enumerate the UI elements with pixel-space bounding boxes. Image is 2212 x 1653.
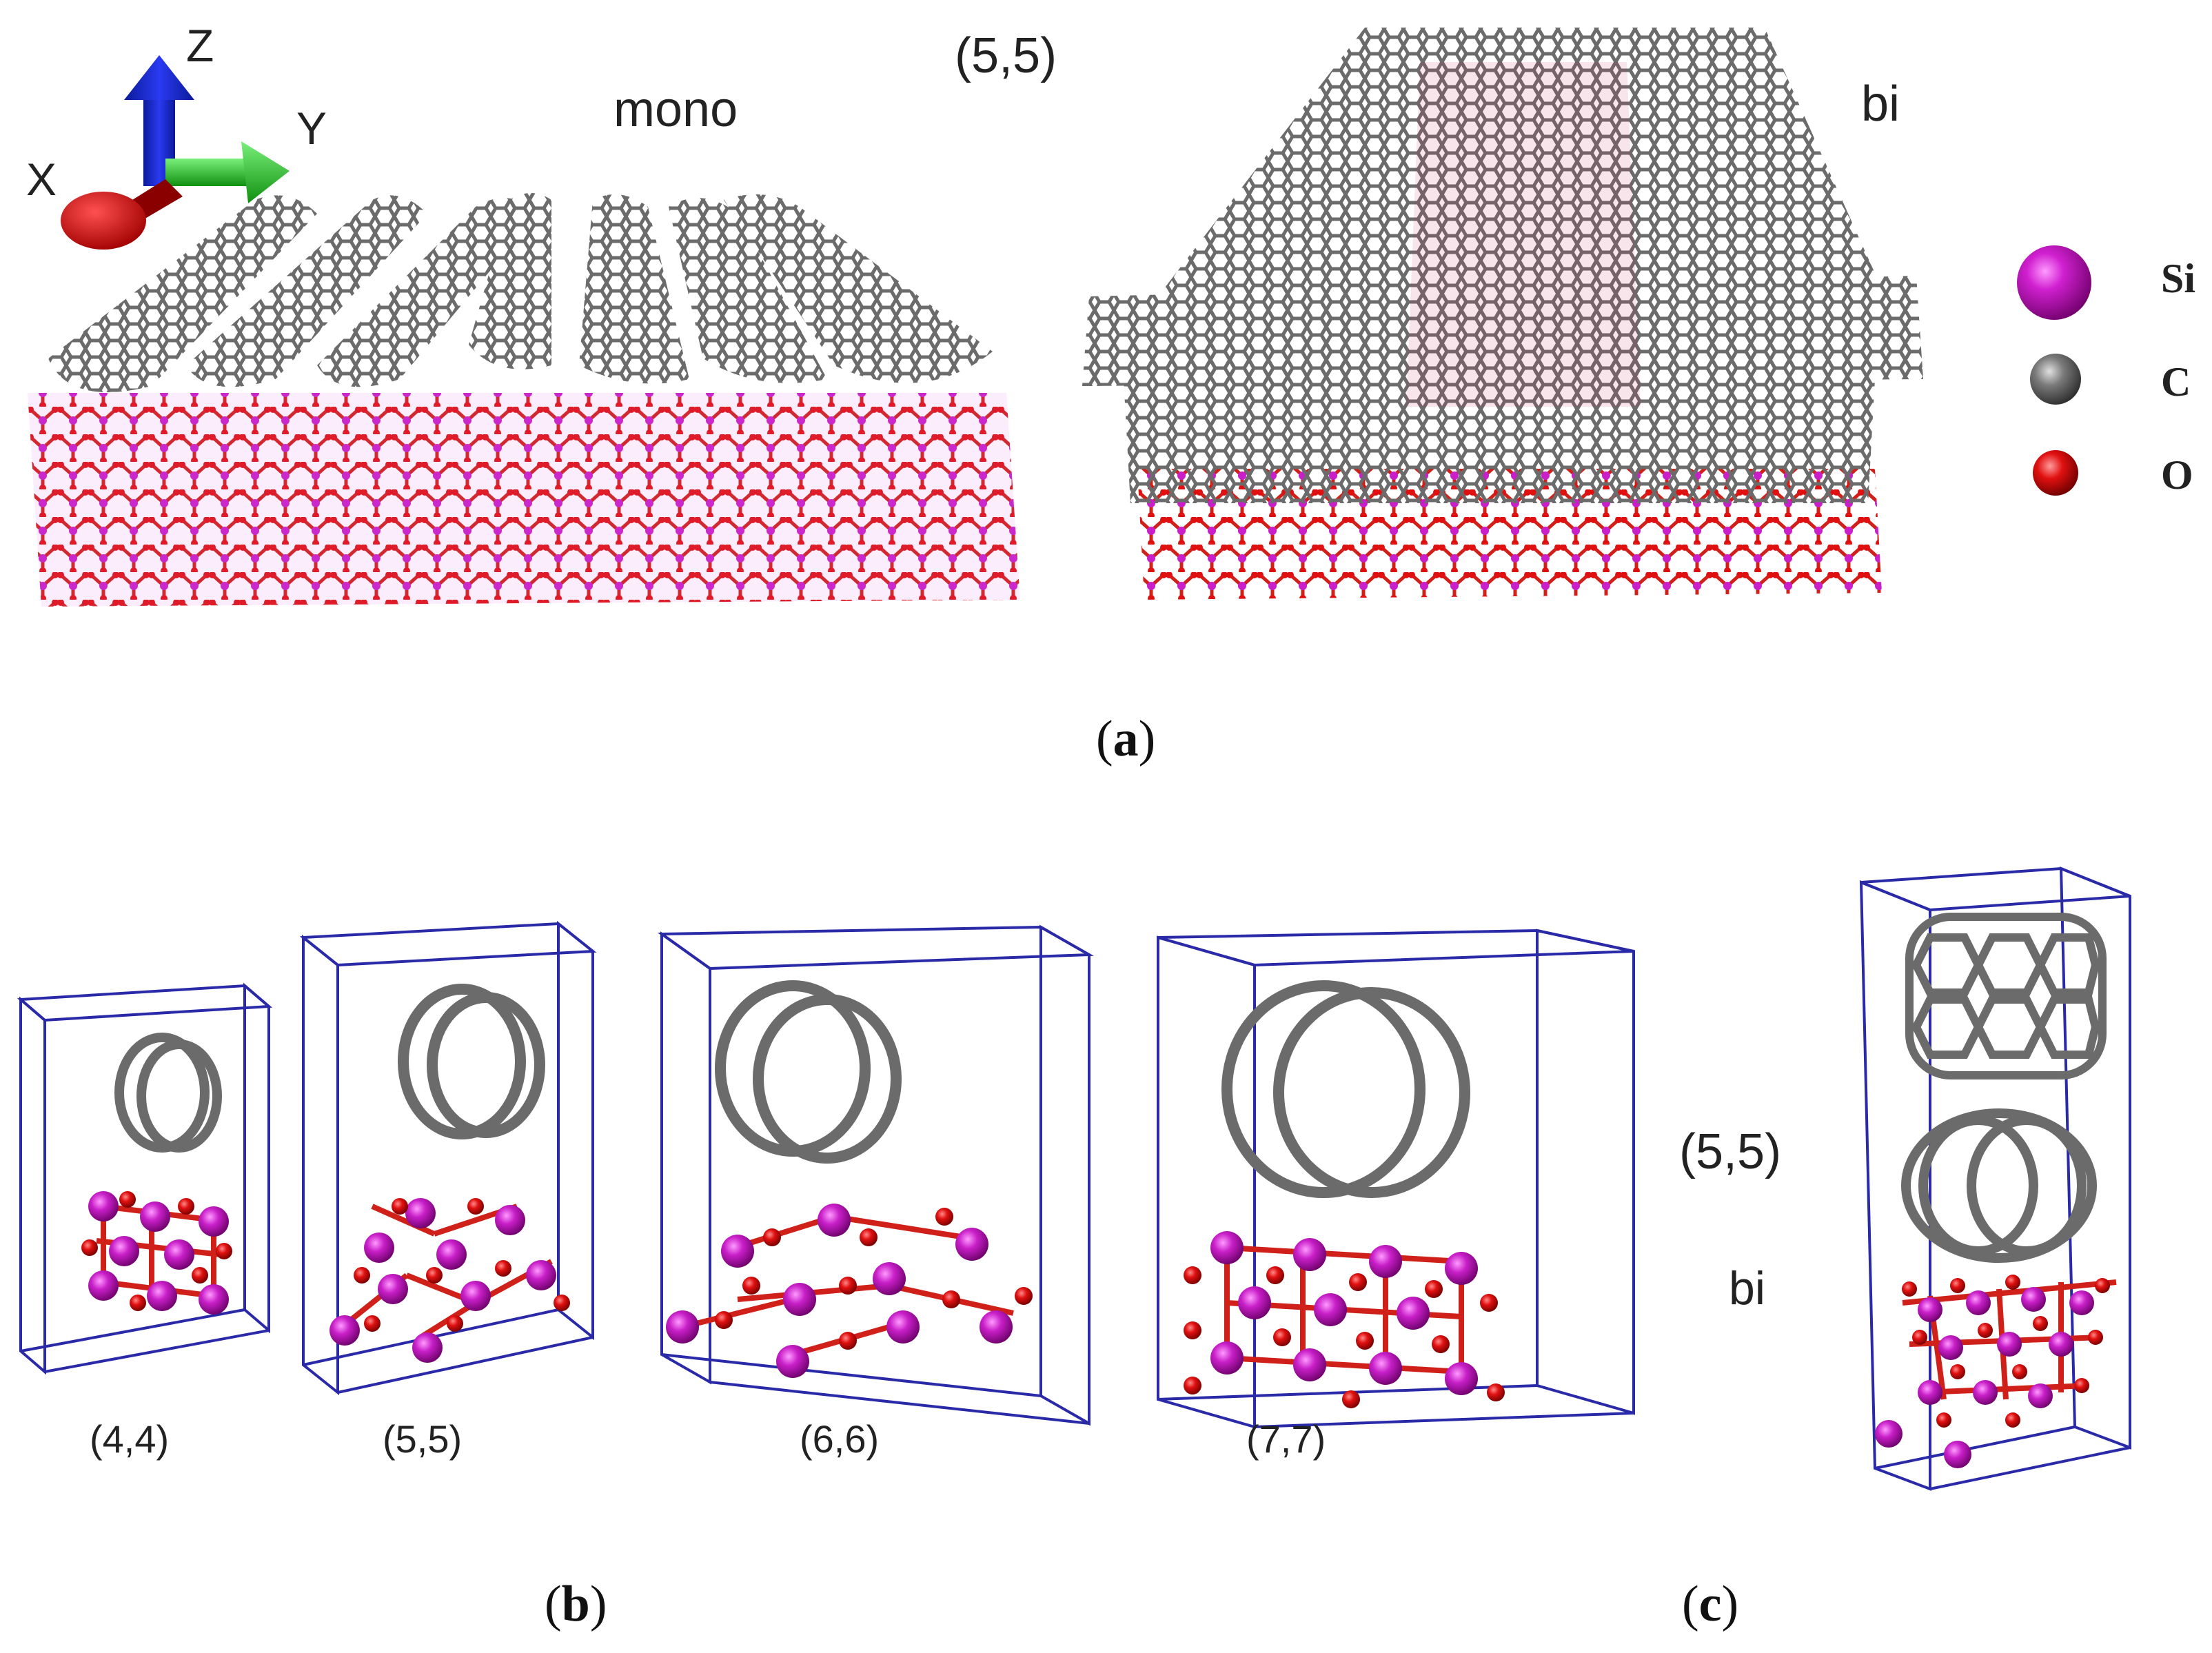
- mono-label: mono: [613, 82, 738, 137]
- panel-c-letter: c: [1698, 1576, 1722, 1632]
- legend-c-label: C: [2161, 359, 2191, 405]
- bi-label-c: bi: [1729, 1262, 1765, 1315]
- bilayer-unit-cell: [1859, 866, 2131, 1491]
- legend-o-label: O: [2161, 452, 2193, 498]
- oxygen-atom-icon: [2033, 450, 2078, 496]
- legend-si-label: Si: [2161, 256, 2196, 301]
- chirality-label-5-5: (5,5): [383, 1417, 463, 1461]
- axis-x-label: X: [26, 154, 57, 205]
- bi-structure: [1082, 28, 1923, 600]
- panel-b-letter: b: [561, 1576, 590, 1632]
- chirality-label-c: (5,5): [1679, 1124, 1782, 1179]
- panel-c: (5,5) bi: [1654, 827, 2212, 1653]
- panel-a-letter: a: [1113, 711, 1139, 767]
- unit-cell-5-5: [299, 920, 597, 1396]
- axis-triad-icon: [61, 55, 290, 250]
- chirality-label-4-4: (4,4): [90, 1417, 170, 1461]
- mono-structure: [28, 193, 1020, 607]
- panel-b: (4,4) (5,5): [0, 827, 1723, 1653]
- axis-z-label: Z: [186, 20, 214, 71]
- chirality-label-6-6: (6,6): [800, 1417, 880, 1461]
- bi-label-a: bi: [1861, 77, 1900, 132]
- carbon-atom-icon: [2030, 354, 2081, 405]
- panel-a: Z Y X mono (5,5) bi: [0, 0, 2212, 786]
- element-legend: Si C O: [2006, 227, 2206, 517]
- unit-cell-7-7: [1157, 929, 1635, 1429]
- chirality-label-a: (5,5): [955, 28, 1057, 83]
- unit-cell-4-4: [17, 982, 273, 1375]
- silicon-atom-icon: [2017, 245, 2091, 320]
- panel-c-label: (c): [1682, 1576, 1739, 1632]
- panel-a-label: (a): [1096, 711, 1156, 767]
- unit-cell-6-6: [657, 924, 1095, 1426]
- axis-y-label: Y: [296, 103, 327, 154]
- chirality-label-7-7: (7,7): [1246, 1417, 1326, 1461]
- panel-b-label: (b): [545, 1576, 607, 1632]
